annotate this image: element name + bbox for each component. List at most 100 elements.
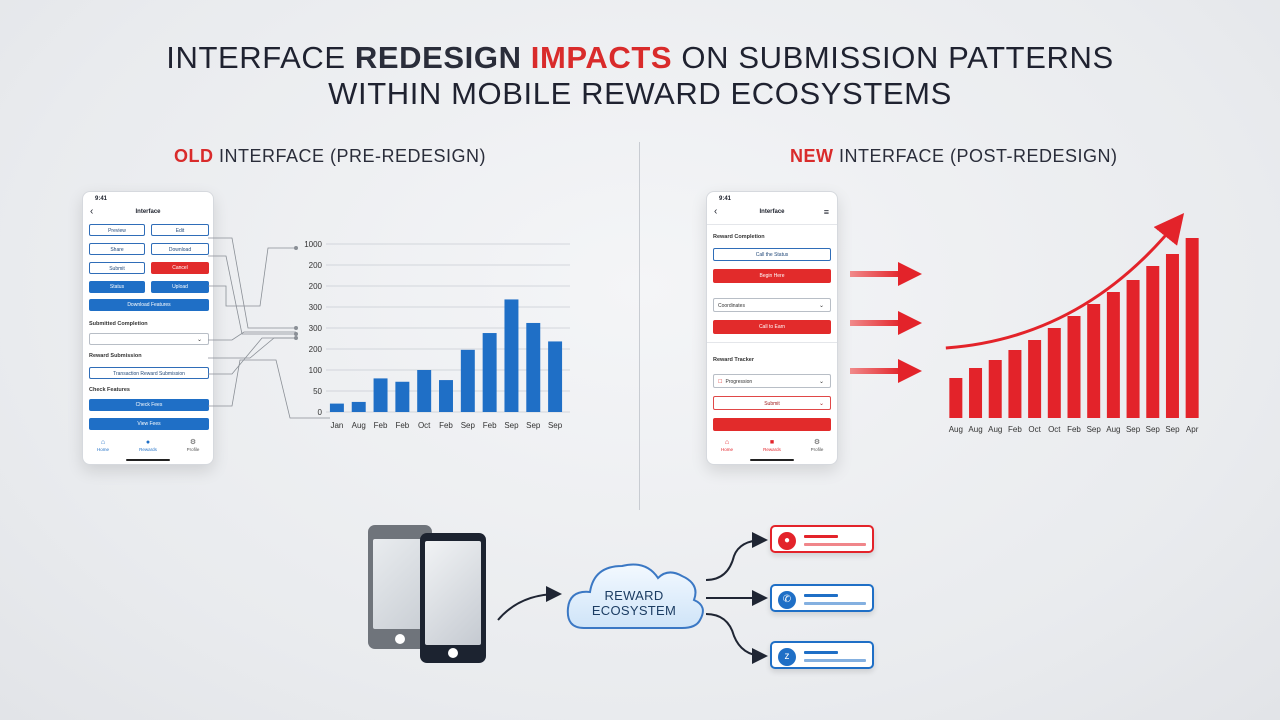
- x-tick-label: Aug: [352, 421, 366, 430]
- select-dropdown[interactable]: Coordinates⌄: [713, 298, 831, 312]
- reward-submission-field[interactable]: Transaction Reward Submission: [89, 367, 209, 379]
- right-arrow-icon: [850, 262, 922, 286]
- card-line: [804, 602, 866, 605]
- flow-arrow: [705, 532, 768, 581]
- title-line-1: INTERFACE REDESIGN IMPACTS ON SUBMISSION…: [0, 40, 1280, 76]
- phone-header: ‹ Interface ≡: [707, 206, 837, 220]
- bar: [329, 403, 344, 412]
- notification-card[interactable]: ✆: [770, 584, 874, 612]
- bar: [1146, 266, 1160, 418]
- notification-card[interactable]: z: [770, 641, 874, 669]
- chevron-down-icon: ⌄: [818, 303, 824, 309]
- card-line: [804, 594, 838, 597]
- gear-icon: ⚙: [189, 439, 197, 446]
- gear-icon: ⚙: [813, 439, 821, 446]
- notification-card[interactable]: ●: [770, 525, 874, 553]
- trend-arrow: [945, 212, 1185, 350]
- y-tick-label: 300: [309, 303, 323, 312]
- hamburger-menu-icon[interactable]: ≡: [823, 207, 829, 217]
- nav-rewards[interactable]: ■Rewards: [757, 438, 787, 452]
- submit-row[interactable]: Submit⌄: [713, 396, 831, 410]
- nav-profile[interactable]: ⚙Profile: [802, 438, 832, 452]
- call-to-earn-button[interactable]: Call to Earn: [713, 320, 831, 334]
- chevron-left-icon[interactable]: ‹: [714, 206, 718, 217]
- x-tick-label: Sep: [1126, 425, 1141, 434]
- chat-icon: ●: [145, 439, 151, 446]
- cloud-label-line-1: REWARD: [604, 588, 664, 603]
- bar: [439, 380, 453, 412]
- status-button[interactable]: Status: [89, 281, 145, 293]
- x-tick-label: Jan: [330, 421, 343, 430]
- section-divider-line: [707, 342, 837, 343]
- nav-home[interactable]: ⌂Home: [88, 438, 118, 452]
- phone-title: Interface: [759, 209, 785, 215]
- new-phone-mockup: 9:41 ‹ Interface ≡ Reward Completion Cal…: [706, 191, 838, 465]
- y-tick-label: 50: [313, 387, 322, 396]
- grid-button[interactable]: Download: [151, 243, 209, 255]
- nav-label: Rewards: [763, 447, 781, 452]
- grid-button-red[interactable]: Cancel: [151, 262, 209, 274]
- section-divider: [639, 142, 640, 510]
- y-tick-label: 200: [309, 282, 323, 291]
- grid-button[interactable]: Submit: [89, 262, 145, 274]
- phone-title: Interface: [135, 209, 161, 215]
- bar: [1008, 350, 1022, 418]
- begin-button[interactable]: Begin Here: [713, 269, 831, 283]
- user-icon: ●: [778, 532, 796, 550]
- chevron-down-icon: ⌄: [818, 401, 824, 407]
- x-tick-label: Sep: [526, 421, 541, 430]
- chevron-left-icon[interactable]: ‹: [90, 206, 94, 217]
- section-label: Reward Tracker: [713, 357, 754, 363]
- old-heading-text: INTERFACE (PRE-REDESIGN): [213, 146, 487, 166]
- x-tick-label: Sep: [461, 421, 476, 430]
- bar: [1185, 238, 1199, 418]
- x-tick-label: Oct: [1048, 425, 1061, 434]
- grid-button[interactable]: Share: [89, 243, 145, 255]
- bottom-nav: ⌂Home ●Rewards ⚙Profile: [83, 438, 213, 456]
- bar: [1106, 292, 1120, 418]
- new-interface-heading: NEW INTERFACE (POST-REDESIGN): [790, 146, 1118, 167]
- row-label: Progression: [725, 379, 753, 385]
- chat-icon: z: [778, 648, 796, 666]
- home-button-icon: [395, 634, 405, 644]
- x-tick-label: Apr: [1186, 425, 1199, 434]
- progression-row[interactable]: ☐Progression⌄: [713, 374, 831, 388]
- x-tick-label: Sep: [548, 421, 563, 430]
- download-features-button[interactable]: Download Features: [89, 299, 209, 311]
- title-text-1: INTERFACE: [166, 40, 355, 75]
- y-tick-label: 200: [309, 261, 323, 270]
- x-tick-label: Oct: [418, 421, 431, 430]
- right-arrow-icon: [850, 359, 922, 383]
- x-tick-label: Feb: [1008, 425, 1022, 434]
- x-tick-label: Feb: [439, 421, 453, 430]
- call-status-button[interactable]: Call the Status: [713, 248, 831, 261]
- home-button-icon: [448, 648, 458, 658]
- nav-home[interactable]: ⌂Home: [712, 438, 742, 452]
- grid-button[interactable]: Preview: [89, 224, 145, 236]
- bar: [373, 378, 388, 412]
- card-line: [804, 651, 838, 654]
- y-tick-label: 1000: [304, 240, 322, 249]
- bar: [949, 378, 963, 418]
- nav-rewards[interactable]: ●Rewards: [133, 438, 163, 452]
- grid-button[interactable]: Edit: [151, 224, 209, 236]
- home-icon: ⌂: [724, 439, 730, 446]
- y-tick-label: 300: [309, 324, 323, 333]
- device-screen: [425, 541, 481, 645]
- nav-label: Rewards: [139, 447, 157, 452]
- title-text-2: ON SUBMISSION PATTERNS: [672, 40, 1114, 75]
- bottom-nav: ⌂Home ■Rewards ⚙Profile: [707, 438, 837, 456]
- submit-button[interactable]: [713, 418, 831, 431]
- bar: [1087, 304, 1101, 418]
- select-dropdown[interactable]: ⌄: [89, 333, 209, 345]
- nav-profile[interactable]: ⚙Profile: [178, 438, 208, 452]
- view-fees-button[interactable]: View Fees: [89, 418, 209, 430]
- bar: [417, 370, 432, 412]
- upload-button[interactable]: Upload: [151, 281, 209, 293]
- bar: [1067, 316, 1081, 418]
- x-tick-label: Feb: [395, 421, 409, 430]
- check-fees-button[interactable]: Check Fees: [89, 399, 209, 411]
- x-tick-label: Aug: [968, 425, 982, 434]
